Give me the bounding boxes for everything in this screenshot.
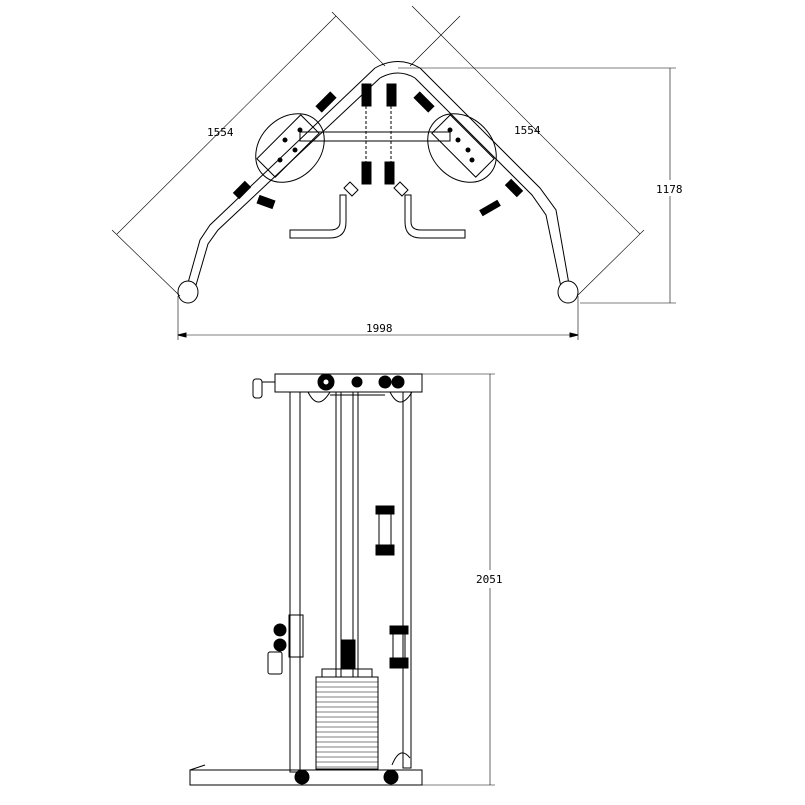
dimension-label-height: 2051 [476,573,503,586]
left-column [289,391,301,773]
top-pulley-2 [351,376,363,388]
arm-brackets [232,91,524,217]
dimension-depth: 1178 [398,67,683,304]
right-column [402,391,412,769]
top-beam [274,373,423,393]
top-pulley-3 [378,375,392,389]
dimension-height: 2051 [422,373,503,786]
bottom-pulley-right [383,769,399,785]
guide-rod-right [352,391,359,678]
guide-rod-left [335,391,342,678]
dimension-label-left-arm: 1554 [207,126,234,139]
pull-up-handle [252,378,263,399]
weight-stack [315,668,379,770]
left-handle [289,194,347,239]
dimension-label-width: 1998 [366,322,393,335]
hanging-handle-top [375,505,395,515]
cable-right [384,83,409,197]
bottom-pulley-left [294,769,310,785]
adjustable-carriage [288,614,304,658]
ankle-handle [267,651,283,675]
top-view: 1554 1554 1178 1998 [111,5,683,340]
right-foot-pad [557,280,579,304]
side-view: 2051 [189,373,503,786]
selector-carriage [340,639,356,669]
right-pulley-housing [427,113,497,183]
top-pulley-4 [391,375,405,389]
dimension-label-right-arm: 1554 [514,124,541,137]
right-handle [404,194,466,239]
frame-right-arm [414,67,571,293]
cross-bar [299,131,451,142]
cable-left [343,83,372,197]
base-frame [189,769,423,786]
dimension-right-arm: 1554 [409,5,645,297]
dimension-left-arm: 1554 [111,11,386,297]
dimension-label-depth: 1178 [656,183,683,196]
left-pulley-housing [255,113,325,183]
left-foot-pad [177,280,199,304]
hanging-handle-bottom [389,625,409,635]
dimension-width: 1998 [177,296,579,340]
